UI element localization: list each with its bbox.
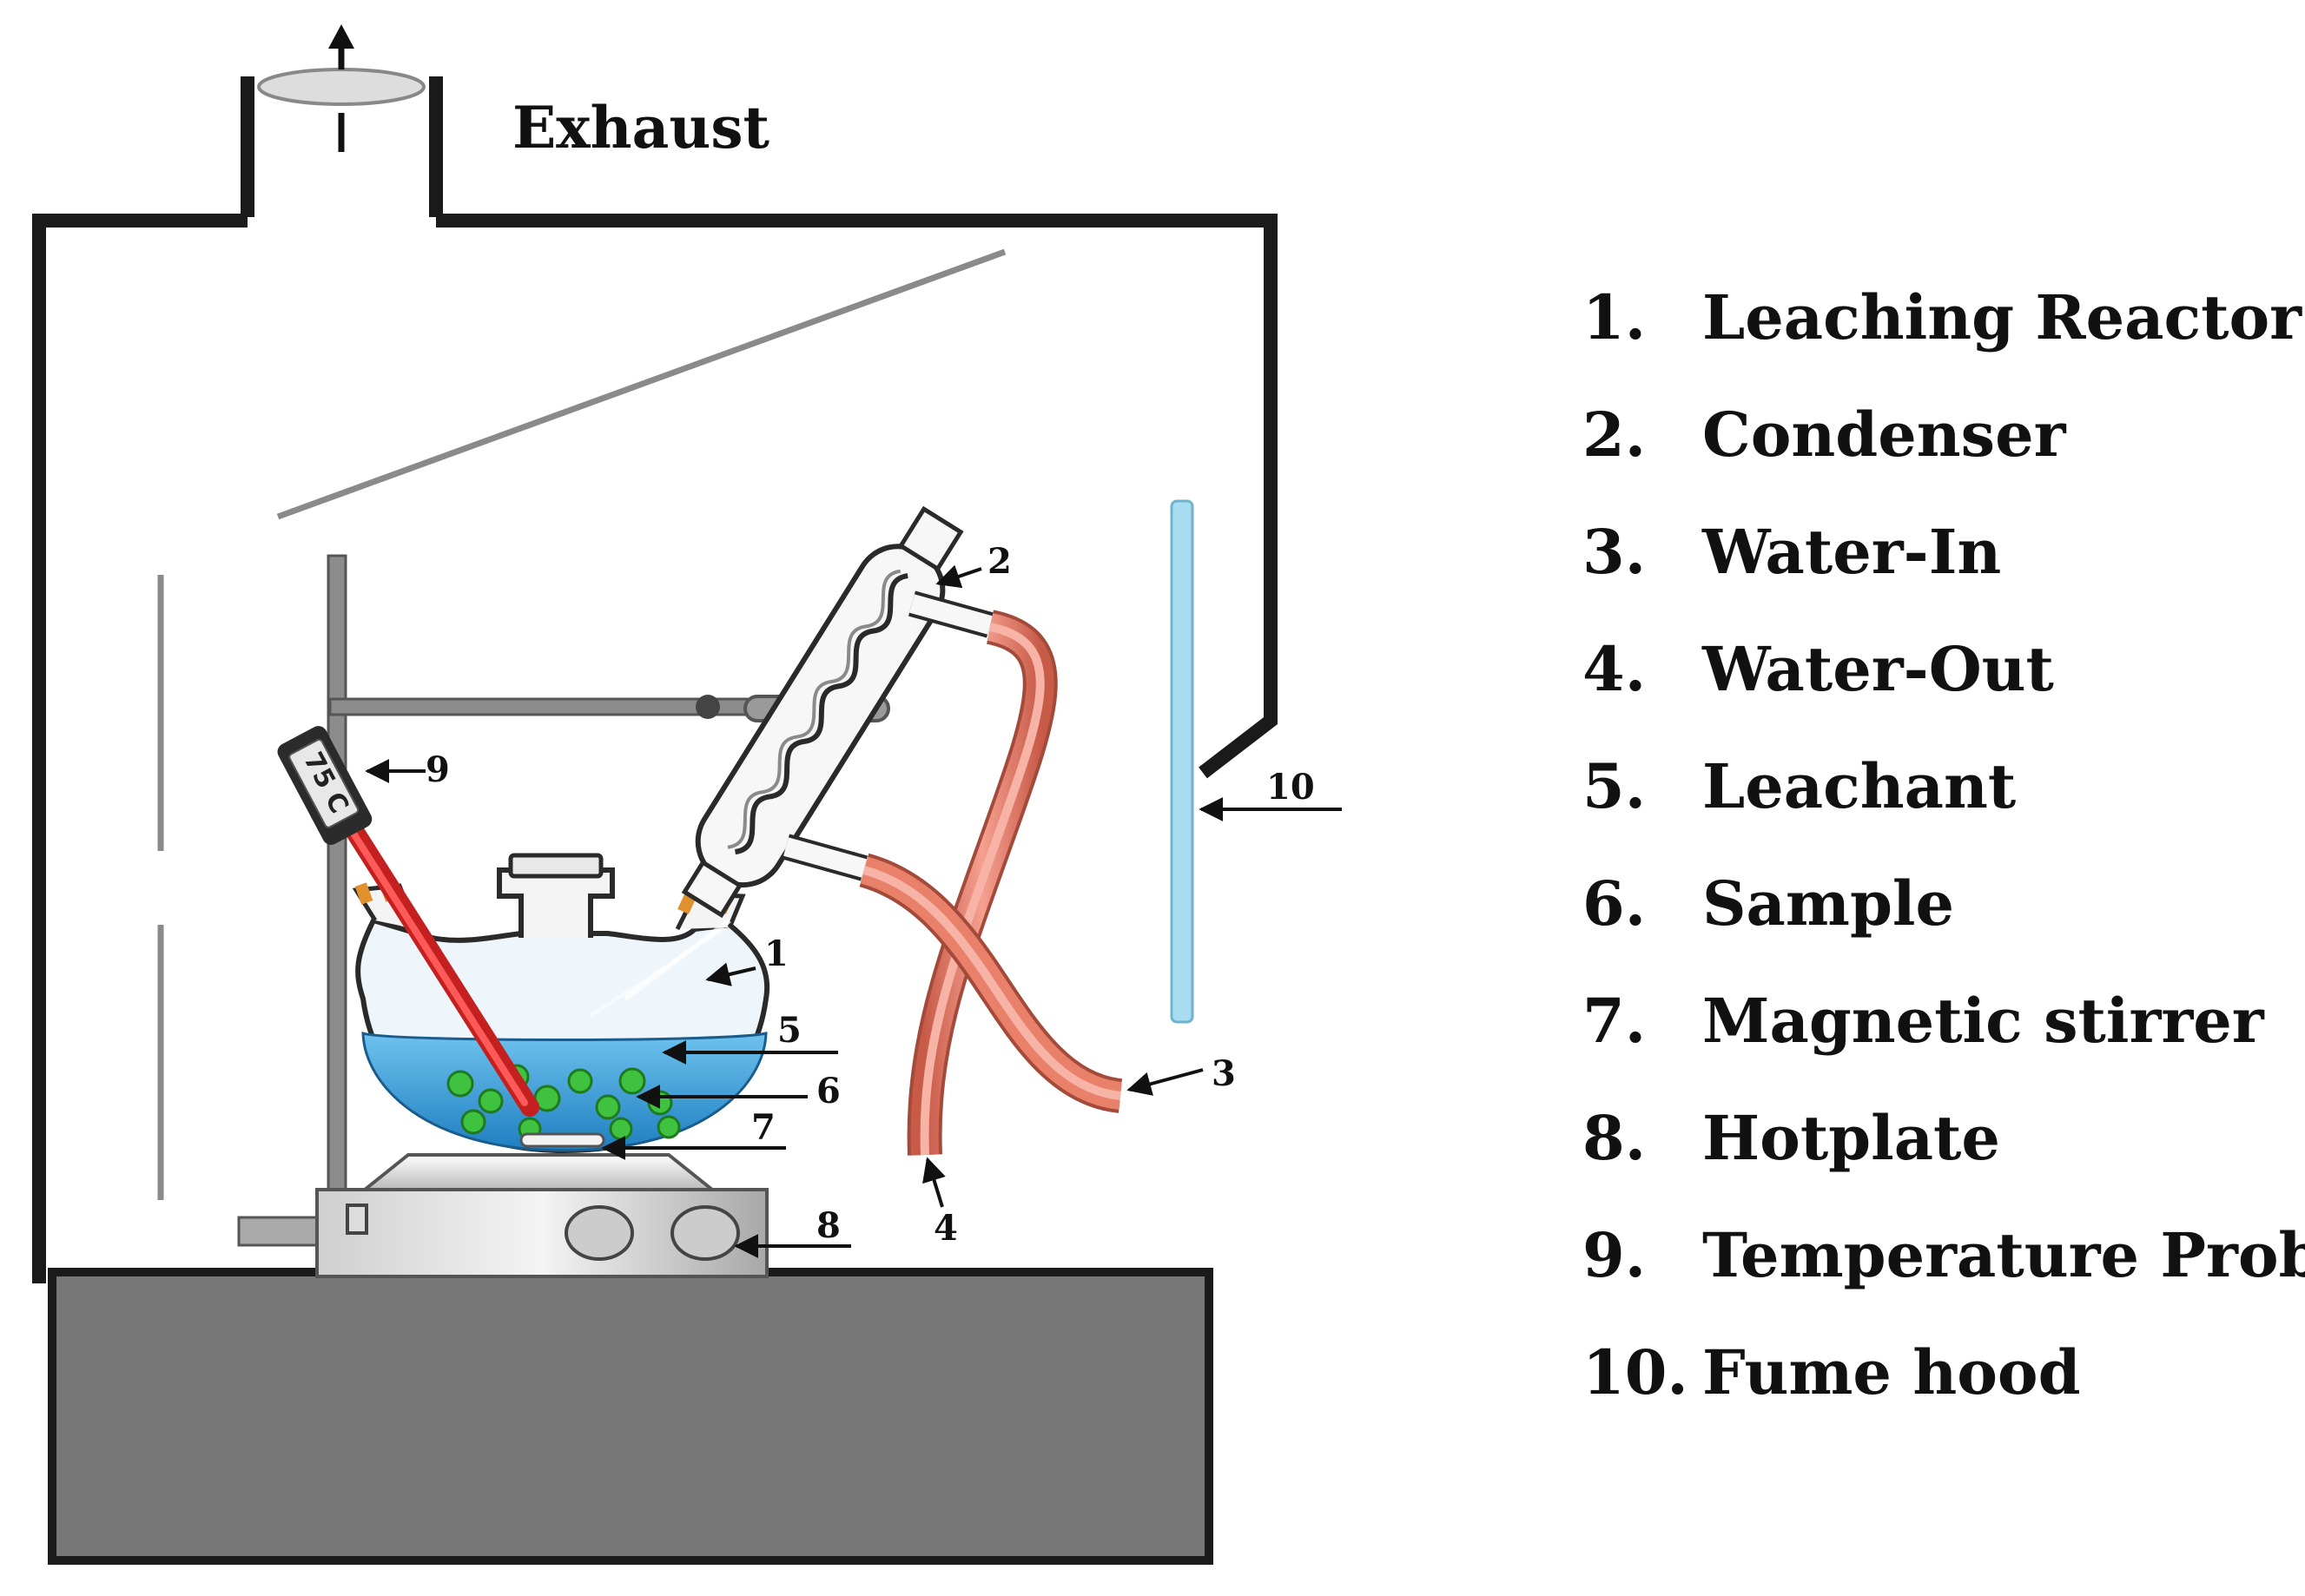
callouts: 1 2 3 4 5 6 7 8 9 10: [365, 541, 1342, 1258]
magnetic-stirrer-bar: [519, 1132, 605, 1148]
legend-num-5: 5.: [1582, 750, 1646, 822]
callout-4: 4: [934, 1208, 958, 1249]
legend: 1. Leaching Reactor 2. Condenser 3. Wate…: [1582, 281, 2305, 1408]
callout-10: 10: [1266, 767, 1315, 808]
legend-item-7: Magnetic stirrer: [1702, 985, 2265, 1057]
legend-num-9: 9.: [1582, 1219, 1646, 1291]
legend-item-4: Water-Out: [1701, 633, 2054, 705]
callout-2: 2: [987, 541, 1012, 582]
fume-hood-outline: [32, 214, 1278, 1283]
legend-item-8: Hotplate: [1702, 1102, 2000, 1174]
hotplate: [237, 1153, 769, 1278]
legend-num-1: 1.: [1582, 281, 1646, 353]
legend-item-9: Temperature Probe: [1702, 1219, 2305, 1291]
legend-num-6: 6.: [1582, 867, 1646, 940]
bench: [48, 1268, 1213, 1565]
legend-item-2: Condenser: [1702, 399, 2067, 471]
exhaust-duct: [241, 24, 443, 217]
legend-num-4: 4.: [1582, 633, 1646, 705]
legend-num-3: 3.: [1582, 516, 1646, 588]
legend-item-3: Water-In: [1701, 516, 2001, 588]
legend-item-10: Fume hood: [1702, 1336, 2081, 1408]
callout-6: 6: [816, 1071, 841, 1111]
callout-1: 1: [764, 933, 789, 974]
callout-7: 7: [751, 1107, 776, 1148]
tubing: [859, 610, 1123, 1156]
callout-3: 3: [1212, 1053, 1236, 1094]
hotplate-knob-left: [565, 1205, 634, 1261]
legend-num-7: 7.: [1582, 985, 1646, 1057]
hood-sash: [1170, 499, 1194, 1024]
legend-item-5: Leachant: [1702, 750, 2016, 822]
legend-item-6: Sample: [1702, 867, 1954, 940]
legend-num-10: 10.: [1582, 1336, 1688, 1408]
callout-8: 8: [816, 1205, 841, 1246]
temperature-probe: 75 C: [277, 726, 539, 1117]
legend-num-2: 2.: [1582, 399, 1646, 471]
legend-num-8: 8.: [1582, 1102, 1646, 1174]
callout-5: 5: [777, 1010, 802, 1051]
callout-9: 9: [426, 749, 450, 790]
hotplate-knob-right: [670, 1205, 740, 1261]
exhaust-label: Exhaust: [512, 94, 770, 162]
legend-item-1: Leaching Reactor: [1702, 281, 2302, 353]
exhaust-arrow-icon: [328, 24, 354, 49]
condenser: [681, 505, 994, 919]
hood-baffle-line: [276, 248, 1007, 520]
